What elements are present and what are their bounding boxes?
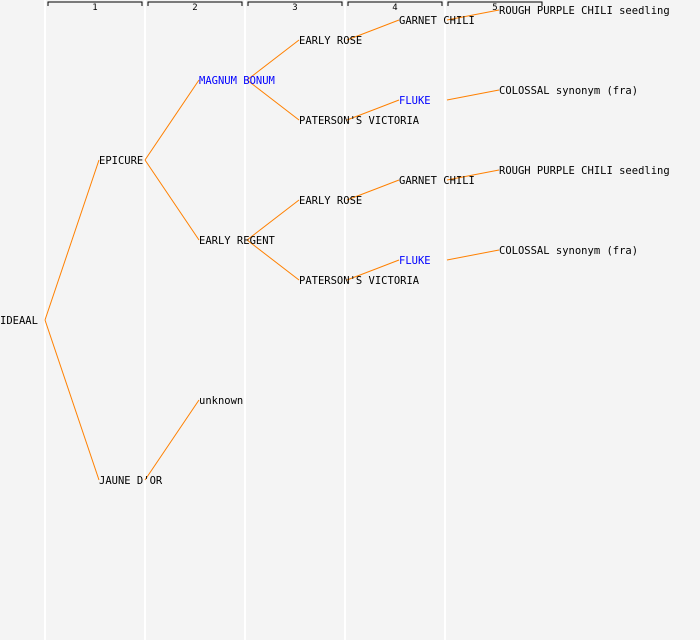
pedigree-link	[446, 89, 500, 101]
pedigree-link	[144, 159, 200, 241]
pedigree-node[interactable]: IDEAAL	[0, 315, 38, 327]
pedigree-node[interactable]: EPICURE	[99, 155, 143, 167]
generation-bracket	[147, 1, 243, 6]
pedigree-link	[346, 259, 400, 281]
pedigree-node[interactable]: ROUGH PURPLE CHILI seedling	[499, 5, 670, 17]
pedigree-node[interactable]: PATERSON'S VICTORIA	[299, 275, 420, 287]
pedigree-node[interactable]: GARNET CHILI	[399, 175, 475, 187]
generation-header: 5	[492, 3, 497, 13]
pedigree-link	[446, 9, 500, 21]
pedigree-link	[144, 79, 200, 161]
pedigree-link	[246, 79, 300, 121]
pedigree-node[interactable]: MAGNUM BONUM	[199, 75, 275, 87]
pedigree-link	[346, 99, 400, 121]
pedigree-node[interactable]: PATERSON'S VICTORIA	[299, 115, 420, 127]
generation-header: 1	[92, 3, 97, 13]
generation-bracket	[247, 1, 343, 6]
generation-header: 3	[292, 3, 297, 13]
pedigree-link	[346, 19, 400, 41]
pedigree-node[interactable]: unknown	[199, 395, 243, 407]
pedigree-link	[346, 179, 400, 201]
pedigree-node[interactable]: COLOSSAL synonym (fra)	[499, 245, 638, 257]
generation-header: 2	[192, 3, 197, 13]
pedigree-node[interactable]: ROUGH PURPLE CHILI seedling	[499, 165, 670, 177]
pedigree-link	[446, 169, 500, 181]
pedigree-link	[44, 319, 100, 481]
generation-bracket	[47, 1, 143, 6]
pedigree-link	[246, 199, 300, 241]
pedigree-link	[246, 39, 300, 81]
pedigree-link	[246, 239, 300, 281]
pedigree-node[interactable]: JAUNE D'OR	[99, 475, 163, 487]
pedigree-node[interactable]: FLUKE	[399, 255, 431, 267]
generation-bracket	[447, 1, 543, 6]
pedigree-node[interactable]: COLOSSAL synonym (fra)	[499, 85, 638, 97]
generation-bracket	[347, 1, 443, 6]
pedigree-link	[144, 399, 200, 481]
pedigree-node[interactable]: GARNET CHILI	[399, 15, 475, 27]
pedigree-node[interactable]: FLUKE	[399, 95, 431, 107]
pedigree-node[interactable]: EARLY ROSE	[299, 35, 362, 47]
pedigree-link	[446, 249, 500, 261]
pedigree-link	[44, 159, 100, 321]
pedigree-node[interactable]: EARLY ROSE	[299, 195, 362, 207]
pedigree-node[interactable]: EARLY REGENT	[199, 235, 276, 247]
generation-header: 4	[392, 3, 397, 13]
